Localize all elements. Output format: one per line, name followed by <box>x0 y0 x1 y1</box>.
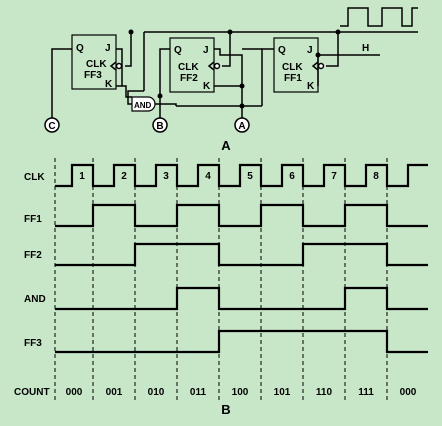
ff1-clk-label: CLK <box>282 62 303 73</box>
pulse-number-7: 7 <box>331 171 337 182</box>
pulse-number-4: 4 <box>205 171 211 182</box>
node-b: B <box>152 117 168 133</box>
count-value-2: 001 <box>106 387 123 398</box>
ff1-q-label: Q <box>278 45 286 56</box>
signal-label-and: AND <box>24 294 46 305</box>
pulse-number-6: 6 <box>289 171 295 182</box>
signal-label-ff1: FF1 <box>24 214 42 225</box>
wire-ff2-q <box>159 48 170 120</box>
wire-and-output <box>155 103 177 106</box>
ff3-name-label: FF3 <box>84 70 102 81</box>
flipflop-ff2: Q J CLK FF2 K <box>169 37 221 93</box>
pulse-number-1: 1 <box>79 171 85 182</box>
count-label: COUNT <box>14 387 50 398</box>
and-gate-label: AND <box>134 101 152 110</box>
pulse-number-3: 3 <box>163 171 169 182</box>
count-value-3: 010 <box>148 387 165 398</box>
count-value-1: 000 <box>66 387 83 398</box>
signal-label-ff3: FF3 <box>24 338 42 349</box>
node-a-label: A <box>238 121 245 132</box>
ff2-q-label: Q <box>174 45 182 56</box>
clock-input-waveform <box>340 7 418 27</box>
ff3-q-label: Q <box>76 43 84 54</box>
waveform-and <box>55 286 428 311</box>
waveform-ff2 <box>55 242 428 267</box>
timing-diagram: CLK FF1 FF2 AND FF3 1 2 3 4 5 6 7 8 COUN… <box>14 158 428 417</box>
wire-ff3-jk <box>116 48 123 86</box>
wire-clk-ff1 <box>326 32 339 67</box>
wire-and-to-ff3-k <box>116 85 132 98</box>
pulse-number-5: 5 <box>247 171 253 182</box>
wire-ff1-q <box>261 48 274 106</box>
node-c-label: C <box>48 121 55 132</box>
ff2-k-label: K <box>203 81 211 92</box>
part-b-label: B <box>221 402 230 417</box>
pulse-number-2: 2 <box>121 171 127 182</box>
node-c: C <box>44 117 60 133</box>
timing-gridlines <box>54 158 388 400</box>
wire-ff2-jk <box>214 48 243 87</box>
ff1-j-label: J <box>307 45 313 56</box>
count-value-9: 000 <box>400 387 417 398</box>
count-value-4: 011 <box>190 387 207 398</box>
count-value-8: 111 <box>358 387 374 398</box>
flipflop-ff1: Q J CLK FF1 K <box>273 37 325 93</box>
ff1-name-label: FF1 <box>284 73 302 84</box>
count-value-6: 101 <box>274 387 291 398</box>
signal-label-ff2: FF2 <box>24 250 42 261</box>
wire-clk-ff2 <box>222 32 231 67</box>
circuit-schematic: H Q J CLK FF3 K Q J CLK FF2 K Q J <box>44 7 418 153</box>
part-a-label: A <box>221 138 231 153</box>
ff2-j-label: J <box>203 45 209 56</box>
signal-label-clk: CLK <box>24 172 45 183</box>
node-b-label: B <box>156 121 163 132</box>
wire-clk-ff3 <box>125 32 132 67</box>
ff3-k-label: K <box>105 79 113 90</box>
ff3-clk-label: CLK <box>86 59 107 70</box>
and-gate: AND <box>131 96 156 112</box>
waveform-ff3 <box>55 329 428 354</box>
count-value-5: 100 <box>232 387 249 398</box>
waveform-ff1 <box>55 203 428 228</box>
flipflop-ff3: Q J CLK FF3 K <box>71 34 123 90</box>
node-a: A <box>234 117 250 133</box>
waveform-clk <box>55 163 428 188</box>
count-value-7: 110 <box>316 387 333 398</box>
wire-ff3-q <box>51 48 72 120</box>
pulse-number-8: 8 <box>373 171 379 182</box>
ff2-name-label: FF2 <box>180 73 198 84</box>
ff2-clk-label: CLK <box>178 62 199 73</box>
high-label: H <box>362 43 369 54</box>
ff1-k-label: K <box>307 81 315 92</box>
ff3-j-label: J <box>105 43 111 54</box>
